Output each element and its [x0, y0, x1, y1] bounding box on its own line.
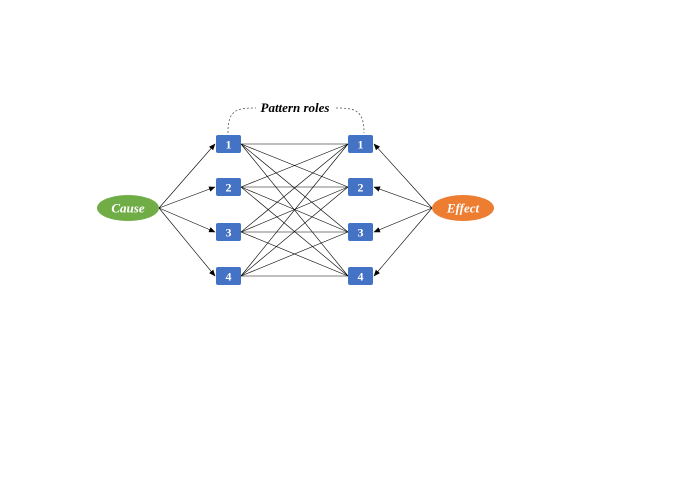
right-role-node-1 [348, 135, 373, 153]
left-role-node-1 [216, 135, 241, 153]
role-link-3-1 [240, 143, 349, 233]
left-role-label-2: 2 [226, 181, 232, 195]
left-role-label-3: 3 [226, 226, 232, 240]
role-link-2-1 [240, 143, 349, 188]
effect-node: Effect [432, 195, 494, 221]
cause-label: Cause [111, 201, 144, 216]
pattern-roles-bracket [227, 107, 365, 134]
cause-node: Cause [97, 195, 159, 221]
right-role-label-4: 4 [358, 270, 364, 284]
cause-to-left-edge-2 [158, 186, 216, 209]
effect-to-right-edge-3 [373, 207, 433, 233]
left-role-label-1: 1 [226, 138, 232, 152]
right-role-label-1: 1 [358, 138, 364, 152]
left-role-node-3 [216, 223, 241, 241]
left-role-node-2 [216, 178, 241, 196]
connections [158, 143, 433, 277]
left-role-node-4 [216, 267, 241, 285]
left-role-label-4: 4 [226, 270, 232, 284]
right-role-column: 1 2 3 4 [348, 135, 373, 285]
cause-to-left-edge-4 [158, 207, 216, 277]
right-role-node-3 [348, 223, 373, 241]
pattern-roles-title: Pattern roles [261, 100, 330, 115]
role-link-4-2 [240, 186, 349, 277]
effect-to-right-edge-2 [373, 186, 433, 209]
cause-to-left-edge-3 [158, 207, 216, 233]
role-link-4-3 [240, 231, 349, 277]
right-role-label-3: 3 [358, 226, 364, 240]
role-link-3-2 [240, 186, 349, 233]
right-role-node-4 [348, 267, 373, 285]
role-link-4-1 [240, 143, 349, 277]
left-role-column: 1 2 3 4 [216, 135, 241, 285]
effect-label: Effect [446, 201, 480, 216]
cause-to-left-edge-1 [158, 143, 216, 209]
effect-to-right-edge-1 [373, 143, 433, 209]
effect-to-right-edge-4 [373, 207, 433, 277]
right-role-label-2: 2 [358, 181, 364, 195]
right-role-node-2 [348, 178, 373, 196]
